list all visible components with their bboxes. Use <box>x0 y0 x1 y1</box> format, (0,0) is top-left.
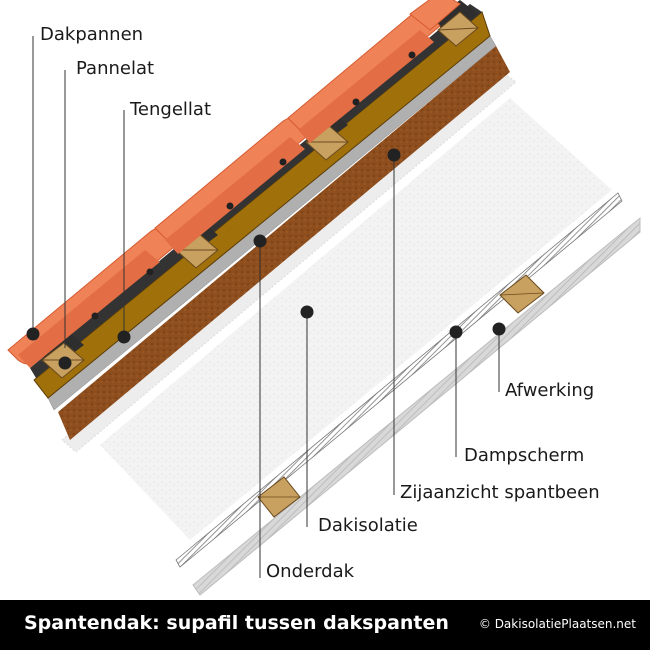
label-dakisolatie: Dakisolatie <box>318 515 418 536</box>
insulation-fringe <box>61 71 517 453</box>
label-zijaanzicht-spantbeen: Zijaanzicht spantbeen <box>400 482 600 503</box>
insulation-fill <box>100 98 612 540</box>
leader-dots <box>26 148 506 370</box>
label-onderdak: Onderdak <box>266 561 355 582</box>
roof-membrane <box>30 4 482 378</box>
label-pannelat: Pannelat <box>76 58 155 79</box>
insulation-band <box>58 46 510 440</box>
label-dampscherm: Dampscherm <box>464 445 585 466</box>
footer-bar: Spantendak: supafil tussen dakspanten © … <box>0 600 650 650</box>
footer-credit: © DakisolatiePlaatsen.net <box>478 617 636 631</box>
clip-dots <box>91 51 416 320</box>
label-dakpannen: Dakpannen <box>40 24 144 45</box>
lower-battens <box>257 274 545 518</box>
footer-title: Spantendak: supafil tussen dakspanten <box>24 612 449 634</box>
roof-tiles <box>7 0 461 368</box>
roof-section-diagram <box>7 0 641 596</box>
leader-lines <box>32 36 500 578</box>
label-tengellat: Tengellat <box>130 99 212 120</box>
label-afwerking: Afwerking <box>505 380 595 401</box>
finish-board <box>192 216 641 596</box>
